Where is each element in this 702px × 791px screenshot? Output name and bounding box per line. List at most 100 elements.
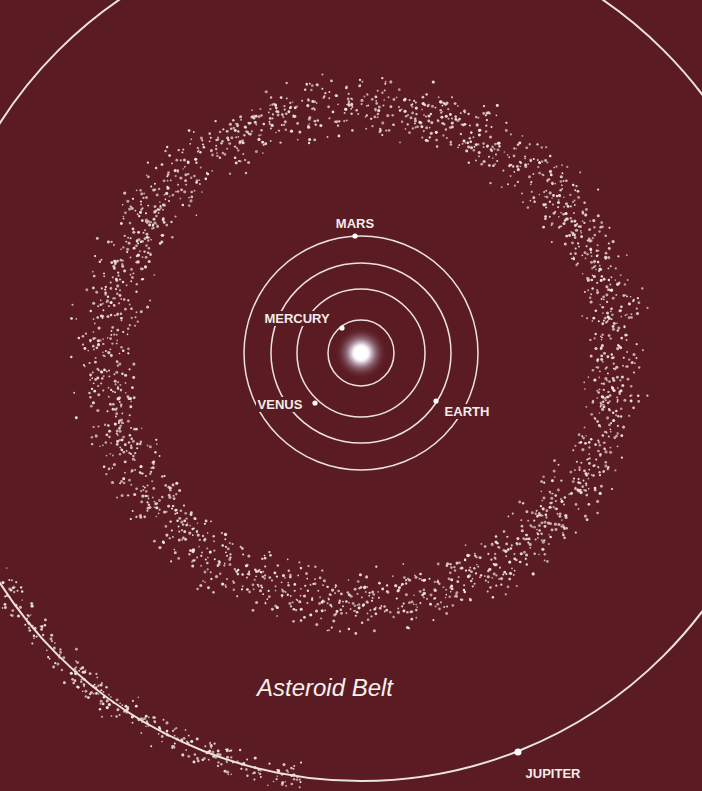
asteroid-dot [600, 406, 602, 408]
asteroid-dot [608, 435, 610, 437]
asteroid-dot [200, 136, 203, 139]
asteroid-dot [513, 154, 516, 157]
asteroid-dot [324, 610, 326, 612]
asteroid-dot [159, 455, 161, 457]
asteroid-dot [588, 238, 591, 241]
asteroid-dot [540, 480, 543, 483]
asteroid-dot [542, 515, 544, 517]
asteroid-dot [467, 113, 469, 115]
asteroid-dot [193, 175, 196, 178]
asteroid-dot [470, 131, 473, 134]
asteroid-dot [502, 573, 504, 575]
asteroid-dot [544, 196, 546, 198]
asteroid-dot [441, 122, 444, 125]
asteroid-dot [122, 204, 124, 206]
asteroid-dot [211, 154, 214, 157]
asteroid-dot [489, 136, 492, 139]
asteroid-dot [507, 548, 510, 551]
asteroid-dot [196, 588, 199, 591]
asteroid-dot [602, 401, 604, 403]
asteroid-dot [580, 491, 583, 494]
asteroid-dot [631, 361, 634, 364]
asteroid-dot [480, 543, 482, 545]
asteroid-dot [110, 334, 112, 336]
asteroid-dot [411, 601, 414, 604]
asteroid-dot [311, 597, 313, 599]
asteroid-dot [229, 563, 232, 566]
asteroid-dot [636, 312, 639, 315]
asteroid-dot [560, 500, 563, 503]
asteroid-dot [167, 504, 170, 507]
asteroid-dot [97, 305, 99, 307]
asteroid-dot [164, 150, 166, 152]
asteroid-dot [646, 307, 648, 309]
asteroid-dot [487, 111, 490, 114]
asteroid-dot [124, 443, 127, 446]
asteroid-dot [172, 536, 174, 538]
asteroid-dot [616, 376, 619, 379]
asteroid-dot [571, 242, 574, 245]
asteroid-dot [596, 282, 598, 284]
asteroid-dot [363, 586, 366, 589]
asteroid-dot [339, 630, 341, 632]
asteroid-dot [180, 521, 183, 524]
asteroid-dot [584, 515, 587, 518]
asteroid-dot [133, 396, 136, 399]
asteroid-dot [418, 578, 420, 580]
asteroid-dot [605, 431, 607, 433]
asteroid-dot [255, 150, 258, 153]
asteroid-dot [163, 542, 165, 544]
asteroid-dot [89, 374, 92, 377]
asteroid-dot [414, 122, 416, 124]
asteroid-dot [328, 97, 330, 99]
asteroid-dot [102, 351, 104, 353]
asteroid-dot [165, 525, 168, 528]
asteroid-dot [386, 590, 389, 593]
asteroid-dot [238, 136, 240, 138]
asteroid-dot [495, 535, 498, 538]
asteroid-dot [617, 387, 619, 389]
asteroid-dot [566, 166, 568, 168]
asteroid-dot [516, 165, 519, 168]
asteroid-dot [536, 532, 538, 534]
asteroid-dot [361, 103, 363, 105]
asteroid-dot [572, 480, 575, 483]
asteroid-dot [536, 515, 538, 517]
asteroid-dot [337, 125, 339, 127]
asteroid-dot [161, 475, 164, 478]
asteroid-dot [190, 191, 193, 194]
asteroid-dot [303, 616, 306, 619]
asteroid-dot [599, 265, 601, 267]
asteroid-dot [262, 571, 264, 573]
asteroid-dot [130, 308, 133, 311]
asteroid-dot [308, 142, 310, 144]
asteroid-dot [196, 530, 198, 532]
asteroid-dot [108, 305, 110, 307]
asteroid-dot [154, 451, 156, 453]
asteroid-dot [317, 590, 319, 592]
asteroid-dot [588, 503, 591, 506]
asteroid-dot [604, 448, 606, 450]
asteroid-dot [328, 629, 330, 631]
asteroid-dot [603, 448, 605, 450]
asteroid-dot [116, 313, 119, 316]
asteroid-dot [513, 147, 515, 149]
asteroid-dot [143, 250, 145, 252]
asteroid-dot [597, 214, 600, 217]
asteroid-dot [104, 424, 106, 426]
asteroid-dot [466, 141, 469, 144]
asteroid-dot [590, 248, 593, 251]
asteroid-dot [296, 106, 298, 108]
asteroid-dot [565, 527, 568, 530]
asteroid-dot [638, 366, 640, 368]
asteroid-dot [498, 145, 500, 147]
asteroid-dot [143, 515, 146, 518]
asteroid-dot [105, 286, 107, 288]
asteroid-dot [174, 215, 176, 217]
asteroid-dot [580, 232, 582, 234]
asteroid-dot [269, 117, 272, 120]
asteroid-dot [617, 445, 619, 447]
asteroid-dot [436, 603, 439, 606]
asteroid-dot [344, 108, 347, 111]
asteroid-dot [207, 557, 209, 559]
